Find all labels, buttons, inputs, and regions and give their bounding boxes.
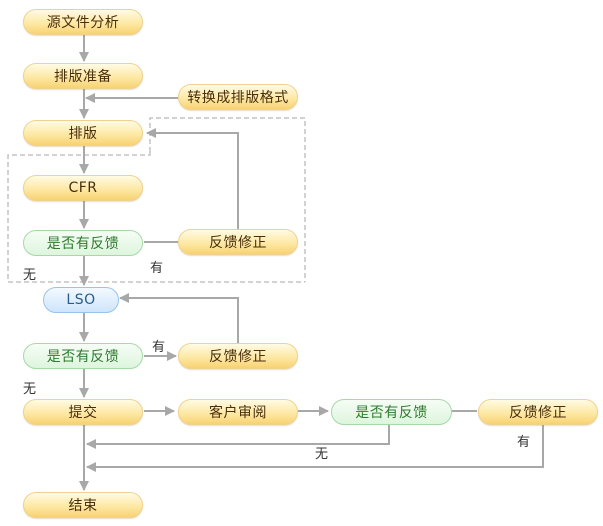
label-yes-2: 有	[152, 340, 166, 355]
label-no-3: 无	[315, 447, 329, 462]
label-yes-1: 有	[150, 261, 164, 276]
dashed-boundary-lower	[7, 152, 305, 283]
node-convert-format[interactable]: 转换成排版格式	[178, 84, 298, 110]
node-source-analysis[interactable]: 源文件分析	[23, 9, 143, 35]
arrow-fix3-return	[86, 425, 544, 472]
arrow-fix1-to-typeset	[146, 128, 239, 229]
node-client-review[interactable]: 客户审阅	[178, 399, 298, 425]
node-feedback-fix-2[interactable]: 反馈修正	[178, 343, 298, 369]
arrow-fix2-to-lso	[119, 293, 239, 343]
node-cfr[interactable]: CFR	[23, 175, 143, 201]
node-end[interactable]: 结束	[23, 492, 143, 518]
node-feedback-check-2[interactable]: 是否有反馈	[23, 343, 143, 369]
label-no-1: 无	[23, 268, 37, 283]
node-submit[interactable]: 提交	[23, 399, 143, 425]
label-no-2: 无	[23, 382, 37, 397]
node-feedback-fix-1[interactable]: 反馈修正	[178, 229, 298, 255]
dashed-boundary-upper	[149, 117, 306, 282]
node-feedback-check-3[interactable]: 是否有反馈	[331, 399, 452, 425]
node-typeset[interactable]: 排版	[23, 120, 143, 146]
node-typeset-prep[interactable]: 排版准备	[23, 63, 143, 89]
node-lso[interactable]: LSO	[43, 287, 119, 313]
node-feedback-check-1[interactable]: 是否有反馈	[23, 230, 143, 256]
arrow-feedback3-no-return	[86, 425, 390, 449]
label-yes-3: 有	[517, 435, 531, 450]
node-feedback-fix-3[interactable]: 反馈修正	[478, 399, 598, 425]
